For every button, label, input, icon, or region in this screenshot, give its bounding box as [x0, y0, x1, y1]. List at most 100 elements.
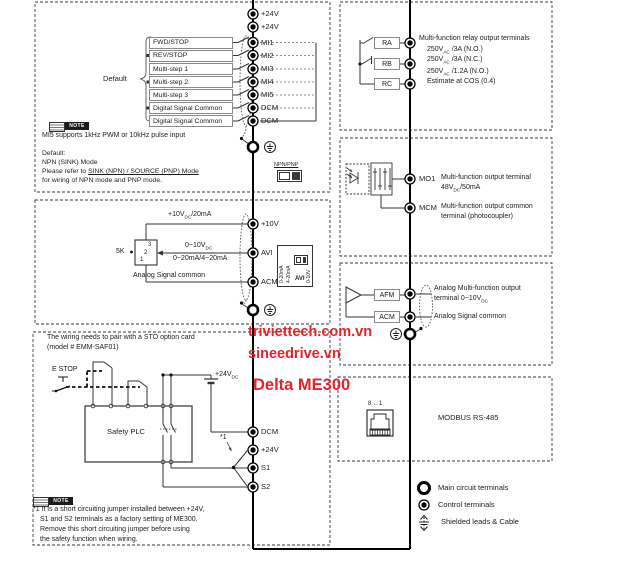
mode-note-line2: NPN (SINK) Mode — [42, 159, 98, 166]
terminal-s1 — [247, 462, 259, 474]
shield-oval-afm — [419, 284, 433, 328]
sto-note-line3: Remove this short circuiting jumper befo… — [40, 526, 190, 533]
control-terminal-icon — [418, 499, 430, 511]
terminal-label-24v-b: +24V — [261, 22, 279, 31]
terminal-label-dcm-a: DCM — [261, 103, 279, 112]
earth-icon — [390, 328, 402, 340]
terminal-label-10v: +10V — [261, 219, 279, 228]
afm-label: AFM — [374, 289, 400, 301]
input-label-multistep1: Multi-step 1 — [149, 63, 233, 75]
mcm-desc1: Multi-function output common — [441, 203, 533, 210]
photocoupler — [345, 162, 405, 209]
input-label-dsc2: Digital Signal Common — [149, 115, 233, 127]
pot-pin2: 2 — [144, 249, 148, 256]
terminal-mi1 — [247, 36, 259, 49]
input-label-rev-stop: REV/STOP — [149, 49, 233, 62]
terminal-label-mi1: MI1 — [261, 37, 274, 47]
terminal-mi4 — [247, 76, 259, 88]
mcm-label: MCM — [419, 203, 437, 212]
input-label-fwd-stop: FWD/STOP — [149, 36, 233, 49]
default-brace — [139, 36, 152, 122]
legend-shield: Shielded leads & Cable — [441, 517, 519, 526]
mo1-label: MO1 — [419, 174, 436, 183]
terminal-afm — [404, 288, 416, 300]
terminal-label-avi: AVI — [261, 248, 273, 257]
avi-switch-0-20ma-label: 0-20mA — [279, 265, 285, 283]
potentiometer — [130, 223, 248, 283]
terminal-label-mi5: MI5 — [261, 90, 274, 99]
sto-text-line1: The wiring needs to pair with a STO opti… — [47, 334, 195, 341]
main-circuit-terminal-icon — [417, 481, 431, 495]
relay-output-section-box — [339, 1, 553, 131]
safety-plc-box — [84, 405, 193, 463]
terminal-label-acm: ACM — [261, 277, 278, 286]
note-icon — [33, 497, 49, 507]
input-label-dsc1: Digital Signal Common — [149, 102, 233, 114]
modbus-section-box — [337, 376, 553, 462]
relay-spec1: 250VAC /3A (N.O.) — [427, 46, 483, 55]
mi-shield-bracket — [260, 42, 317, 122]
relay-spec3: 250VAC /1.2A (N.O.) — [427, 68, 489, 77]
earth-icon — [264, 141, 276, 153]
watermark-line3: Delta ME300 — [253, 376, 351, 394]
terminal-mi2 — [247, 49, 259, 62]
digital-input-switches — [233, 36, 250, 122]
terminal-label-s2: S2 — [261, 482, 271, 491]
analog-common-label: Analog Signal common — [133, 272, 205, 279]
mo1-desc: Multi-function output terminal — [441, 174, 531, 181]
avi-dip-switch — [294, 255, 308, 265]
afm-amplifier — [345, 286, 431, 318]
jumper-ref-label: *1 — [220, 434, 227, 441]
mi5-note-text: MI5 supports 1kHz PWM or 10kHz pulse inp… — [42, 132, 186, 139]
modbus-label: MODBUS RS-485 — [438, 413, 499, 422]
terminal-mcm — [404, 202, 416, 214]
terminal-label-24v-a: +24V — [261, 9, 279, 18]
mcm-desc2: terminal (photocoupler) — [441, 213, 513, 220]
mode-note-line3: Please refer to SINK (NPN) / SOURCE (PNP… — [42, 168, 199, 175]
earth-symbols — [264, 141, 402, 340]
terminal-24v-b — [247, 21, 259, 33]
npn-pnp-label: NPN/PNP — [274, 162, 299, 168]
sto-note-line2: S1 and S2 terminals as a factory setting… — [40, 516, 198, 523]
analog-output-section-box — [339, 262, 553, 366]
avi-switch-4-20ma-label: 4-20mA — [286, 265, 292, 283]
avi-switch-block — [277, 245, 313, 287]
legend-icons — [417, 481, 431, 532]
terminal-avi — [247, 247, 259, 259]
supply-10v-label: +10VDC/20mA — [168, 211, 212, 220]
terminal-dcm-safety — [247, 426, 259, 438]
npn-pnp-switch — [277, 170, 302, 182]
relay-label-ra: RA — [374, 37, 400, 49]
terminal-label-dcm-b: DCM — [261, 116, 279, 125]
pot-pin3: 3 — [148, 242, 152, 248]
pot-value-label: 5K — [116, 248, 125, 255]
mo1-spec: 48VDC/50mA — [441, 184, 481, 193]
sto-note-line1: *1 It is a short circuiting jumper insta… — [33, 506, 205, 513]
terminal-acm-out — [404, 311, 416, 323]
shield-cable-icon — [419, 514, 429, 532]
safety-plc-label: Safety PLC — [107, 427, 145, 436]
terminal-24v-a — [247, 8, 259, 20]
watermark-line2: sineedrive.vn — [248, 346, 341, 362]
acm-out-desc: Analog Signal common — [434, 313, 506, 320]
terminal-dcm-b — [247, 115, 259, 127]
relay-spec2: 250VAC /3A (N.C.) — [427, 56, 483, 65]
terminal-rc — [404, 78, 416, 90]
input-label-multistep2: Multi-step 2 — [149, 76, 233, 88]
afm-desc1: Analog Multi-function output — [434, 285, 521, 292]
terminal-dcm-a — [247, 102, 259, 114]
input-label-multistep3: Multi-step 3 — [149, 89, 233, 101]
mode-note-line4: for wiring of NPN mode and PNP mode. — [42, 177, 163, 184]
analog-input-section-box — [34, 199, 331, 325]
rj45-pins-label: 8 ←1 — [368, 401, 383, 407]
ground-terminals — [246, 140, 417, 341]
terminal-label-24v-safety: +24V — [261, 445, 279, 454]
pot-pin1: 1 — [140, 257, 144, 263]
terminal-label-mi4: MI4 — [261, 77, 274, 86]
relay-contacts — [358, 37, 405, 85]
watermark-line1: triviettech.com.vn — [248, 324, 373, 340]
terminal-ra — [404, 37, 416, 49]
terminal-24v-safety — [247, 444, 259, 456]
